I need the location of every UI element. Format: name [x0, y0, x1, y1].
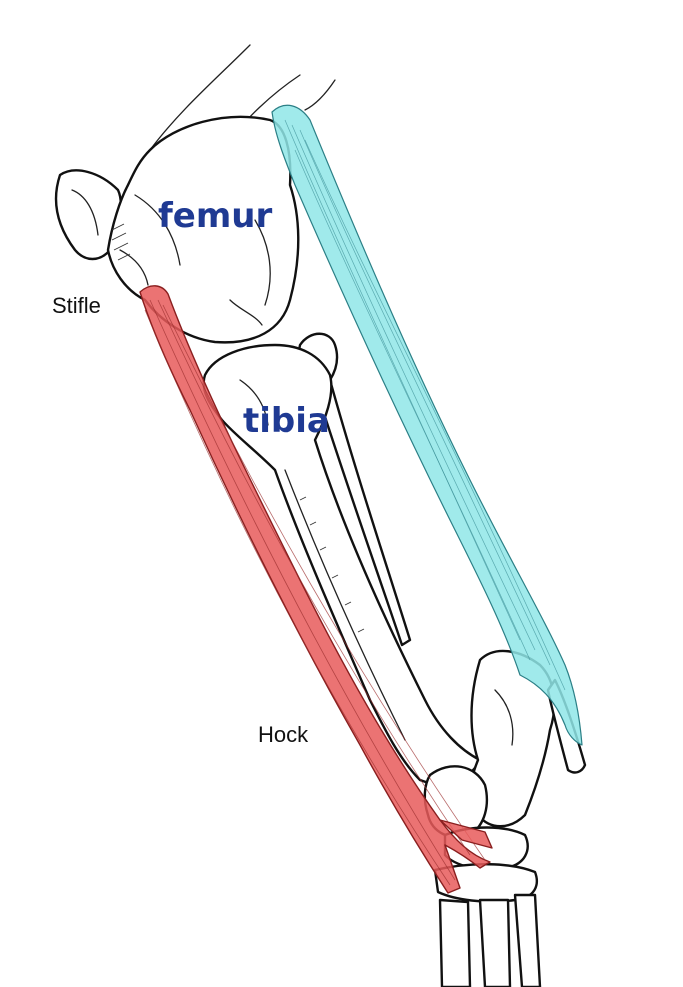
hock-label: Hock	[258, 722, 309, 747]
femur-label: femur	[158, 196, 272, 236]
red-muscle	[139, 285, 493, 894]
stifle-label: Stifle	[52, 293, 101, 318]
patella-detail	[71, 189, 99, 236]
tibia-label: tibia	[243, 401, 330, 441]
cannon-bones	[438, 893, 542, 987]
cyan-muscle	[271, 104, 583, 746]
